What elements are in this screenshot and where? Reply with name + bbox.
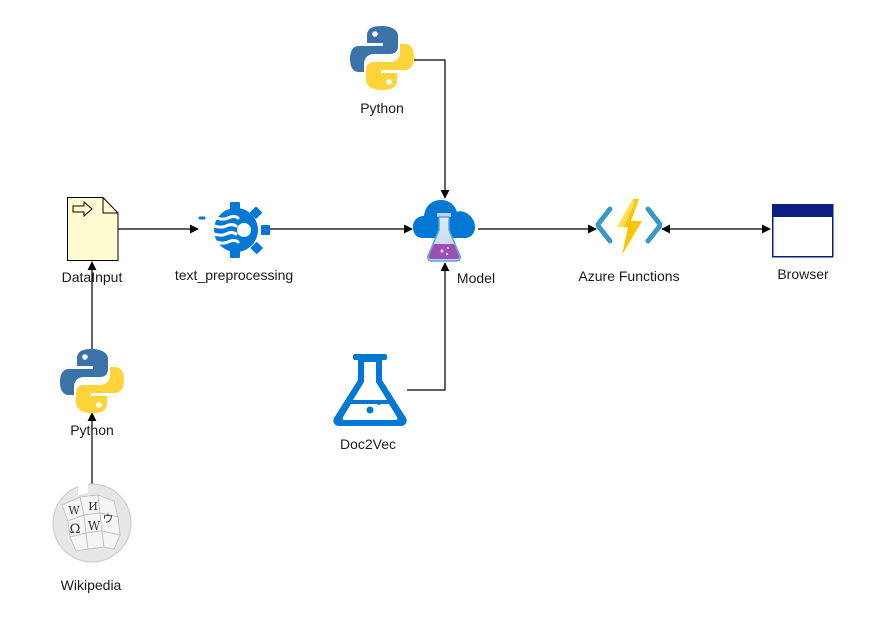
- wikipedia-logo-letter: ウ: [103, 512, 114, 525]
- node-label-browser: Browser: [777, 266, 829, 282]
- document-input-icon[interactable]: [67, 197, 119, 261]
- edge-doc2vec-to-model[interactable]: [407, 262, 450, 391]
- connectors: [87, 59, 771, 487]
- wikipedia-logo-letter: W: [88, 519, 101, 533]
- machine-learning-flask-cloud-icon[interactable]: [413, 200, 475, 262]
- wikipedia-logo-letter: Ω: [70, 522, 81, 537]
- node-label-datainput: DataInput: [61, 269, 123, 285]
- stream-gear-icon[interactable]: [198, 202, 270, 258]
- edge-python-top-to-model[interactable]: [414, 59, 450, 199]
- node-label-python-bottom: Python: [70, 422, 114, 438]
- python-icon[interactable]: [350, 26, 414, 90]
- wikipedia-globe-icon[interactable]: W Ω И ウ W: [52, 483, 132, 563]
- azure-functions-bolt-icon[interactable]: [595, 199, 663, 255]
- node-label-text-preprocessing: text_preprocessing: [174, 267, 294, 283]
- node-label-azure-functions: Azure Functions: [578, 268, 680, 284]
- flask-icon[interactable]: [333, 354, 407, 426]
- browser-window-icon[interactable]: [772, 204, 834, 258]
- wikipedia-logo-letter: W: [68, 504, 80, 517]
- python-icon[interactable]: [60, 349, 124, 413]
- node-label-model: Model: [456, 270, 496, 286]
- node-label-wikipedia: Wikipedia: [60, 577, 122, 593]
- wikipedia-logo-letter: И: [88, 500, 98, 513]
- node-label-doc2vec: Doc2Vec: [339, 436, 397, 452]
- node-label-python-top: Python: [360, 100, 404, 116]
